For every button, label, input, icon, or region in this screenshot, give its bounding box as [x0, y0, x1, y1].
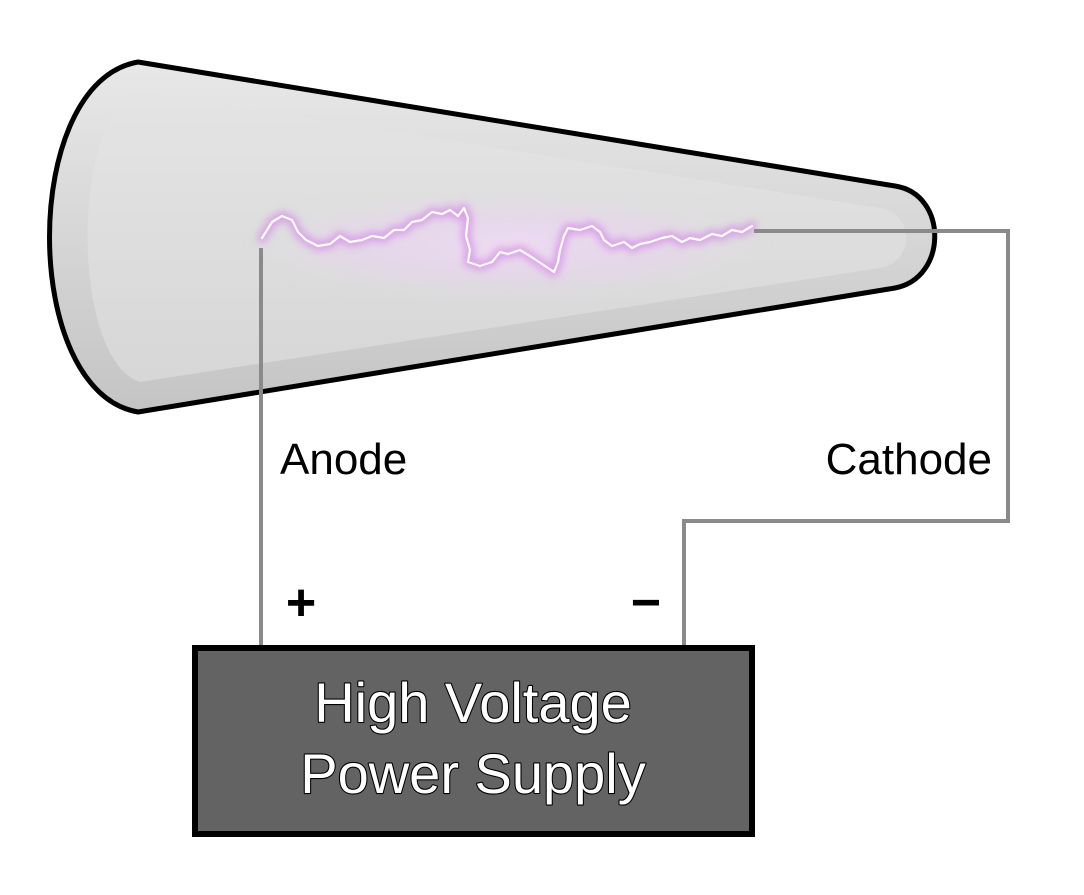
- plasma-glow-region: [253, 195, 763, 295]
- plasma-discharge: [253, 195, 763, 295]
- power-supply-label-line2: Power Supply: [300, 742, 646, 805]
- power-supply-box: [192, 645, 755, 837]
- anode-label: Anode: [280, 435, 407, 484]
- circuit-wires: [259, 229, 1010, 648]
- positive-terminal-sign: +: [286, 574, 316, 632]
- negative-terminal-sign: −: [631, 574, 661, 632]
- cathode-label: Cathode: [826, 435, 992, 484]
- lightning-core: [260, 206, 754, 274]
- power-supply-label-line1: High Voltage: [314, 671, 632, 734]
- power-supply: High Voltage Power Supply: [192, 645, 755, 837]
- cathode-wire: [682, 229, 1010, 648]
